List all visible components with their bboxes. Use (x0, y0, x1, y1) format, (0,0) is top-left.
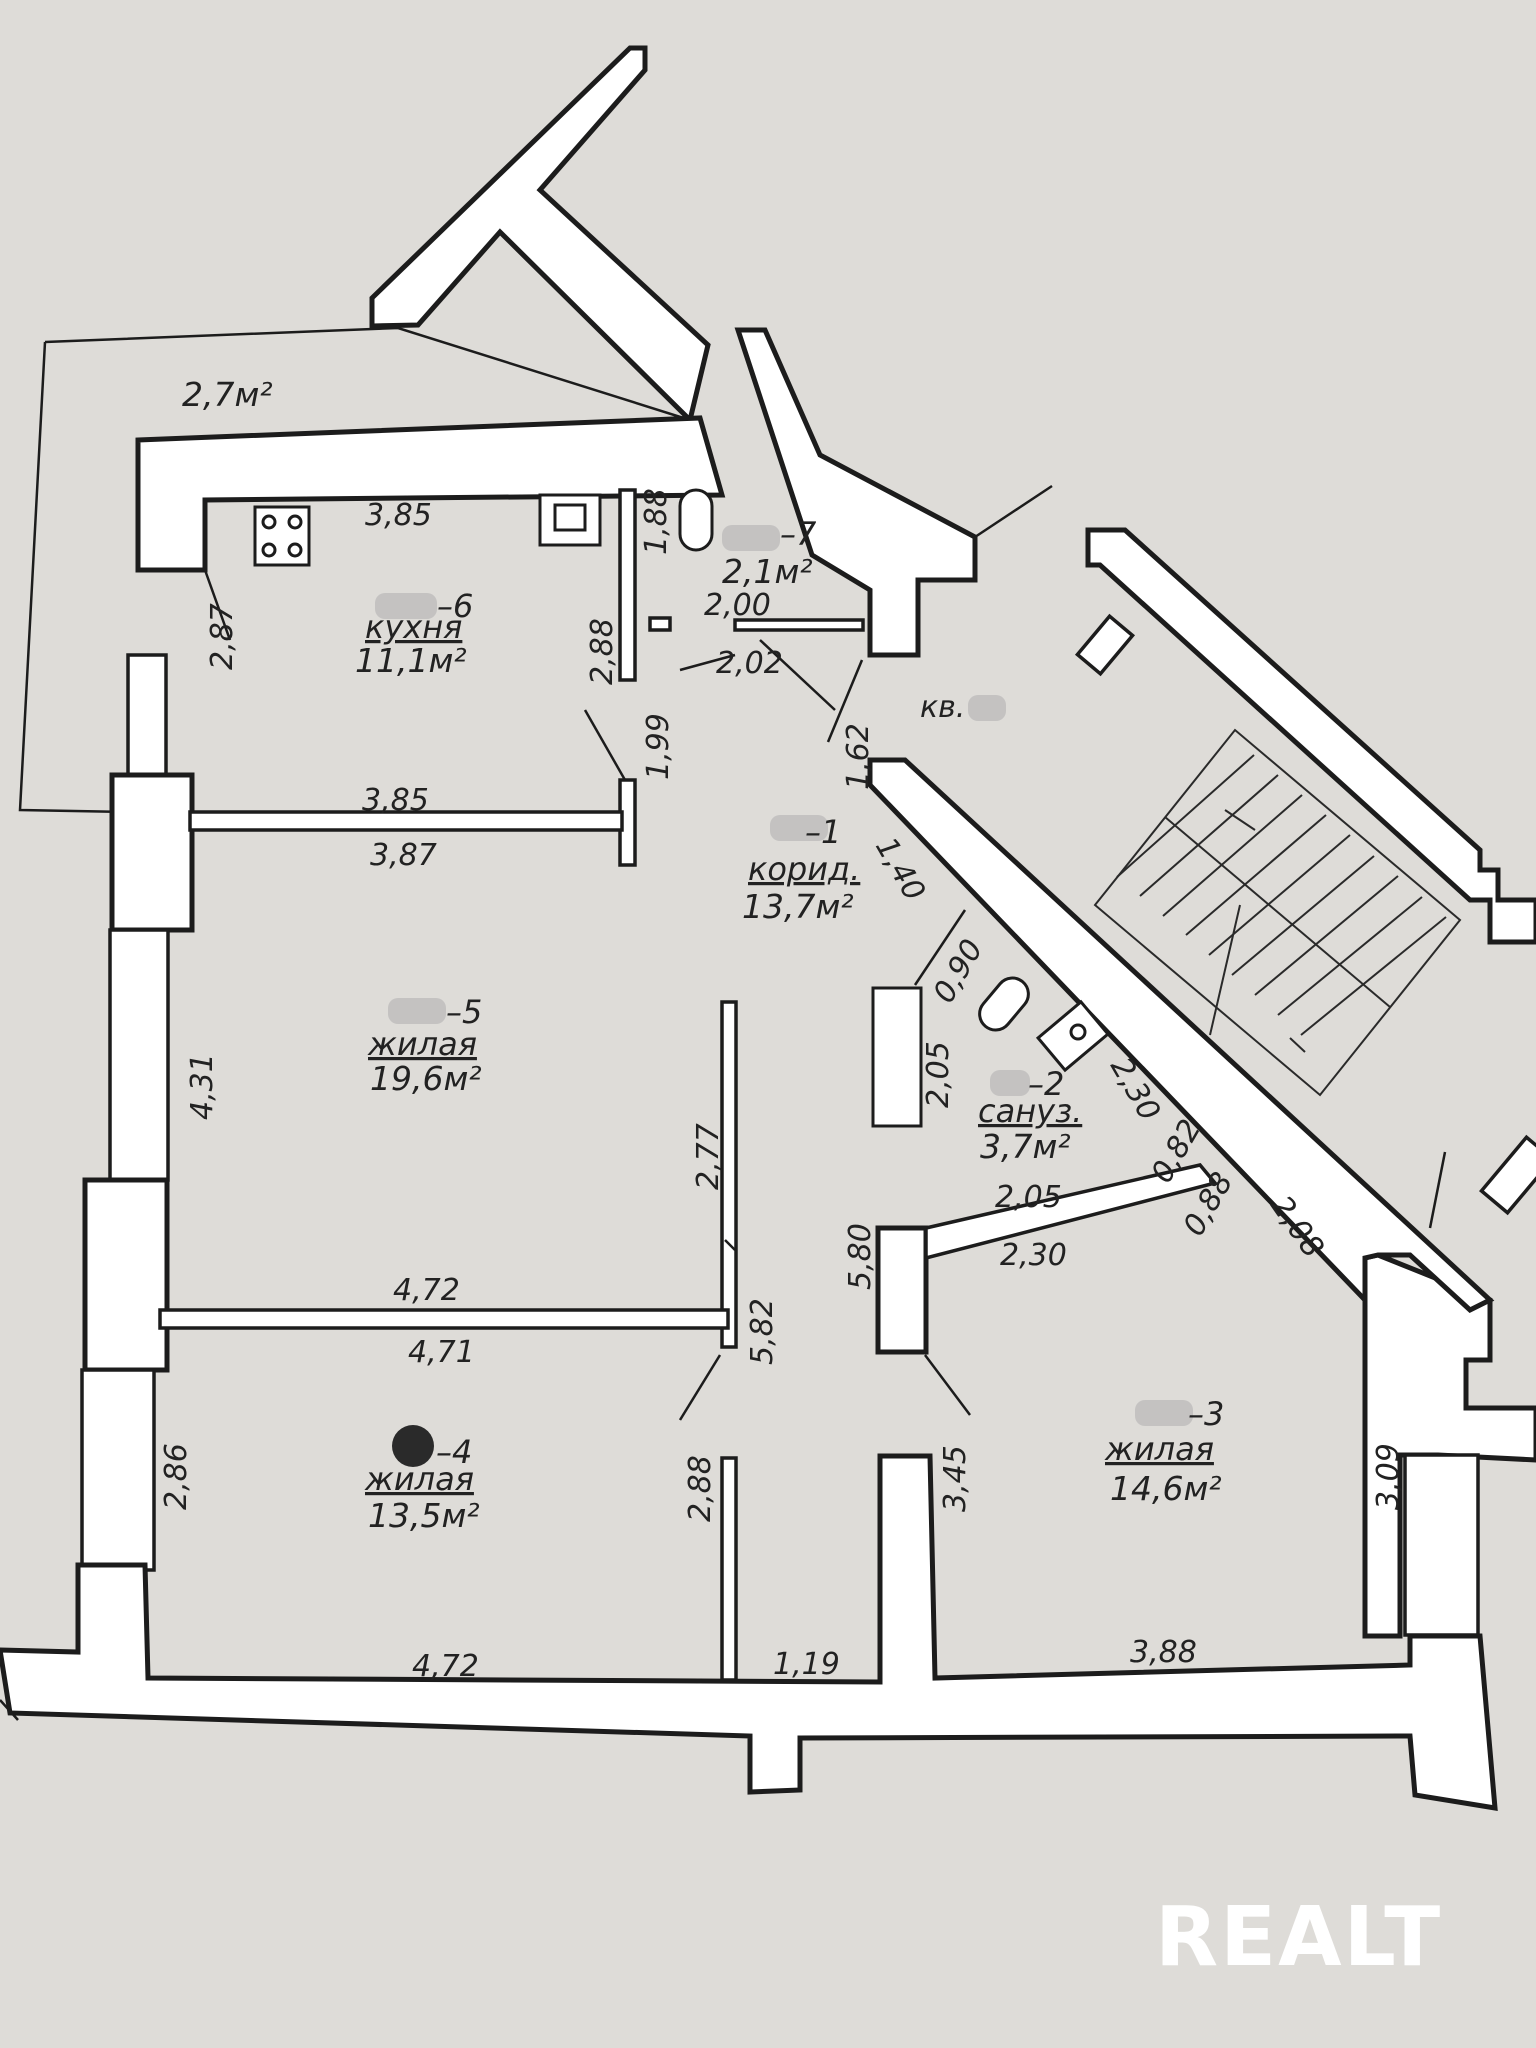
stair-step-mark (1074, 613, 1136, 677)
sink-icon (538, 493, 602, 547)
apartment-label: кв. (920, 690, 965, 725)
blur-patch (770, 815, 828, 841)
dim-toilet-w2: 2,02 (716, 646, 783, 681)
room-number-living5: –5 (446, 993, 482, 1031)
partition-toilet-door (648, 616, 672, 632)
partition-room5-room4 (158, 1308, 730, 1330)
wall-bottom-left-edge (0, 1699, 19, 1721)
redaction-dot (392, 1425, 434, 1467)
dim-bath-left: 2,05 (921, 1041, 956, 1108)
partition-toilet-bottom (733, 618, 865, 632)
wall-stub (974, 484, 1053, 539)
blur-patch (990, 1070, 1030, 1096)
dim-bottom-hall: 1,19 (773, 1647, 840, 1682)
wc-icon (978, 976, 1030, 1032)
room-area-toilet: 2,1м² (722, 552, 813, 591)
partition-room4-corridor (720, 1456, 738, 1682)
dim-corridor-580: 5,80 (843, 1223, 878, 1290)
bathtub-icon (871, 986, 923, 1128)
room-area-living4: 13,5м² (368, 1496, 480, 1535)
room-number-living3: –3 (1188, 1395, 1224, 1433)
stair-element (1479, 1134, 1536, 1216)
stair-line (1428, 1151, 1447, 1229)
blur-patch (1135, 1400, 1193, 1426)
dim-kitchen-left: 2,87 (205, 603, 240, 670)
room-area-bathroom: 3,7м² (980, 1127, 1071, 1166)
dim-room5-top: 3,87 (370, 838, 437, 873)
blur-patch (722, 525, 780, 551)
realt-watermark: REALT (1155, 1890, 1442, 1985)
dim-toilet-left: 1,88 (639, 488, 674, 555)
room-name-living4: жилая (364, 1460, 474, 1498)
room-area-corridor: 13,7м² (742, 887, 854, 926)
room-area-balcony: 2,7м² (182, 375, 273, 414)
room-name-living3: жилая (1104, 1430, 1214, 1468)
staircase (1093, 728, 1462, 1097)
dim-room4-right: 2,88 (683, 1455, 718, 1522)
dim-toilet-w1: 2,00 (704, 588, 771, 623)
dim-room3-top: 2,30 (1000, 1238, 1067, 1273)
room-number-corridor: –1 (805, 813, 841, 851)
dim-room3-right: 3,09 (1371, 1443, 1406, 1510)
blur-patch (375, 593, 437, 619)
stove-icon (253, 505, 311, 567)
room-number-toilet: –7 (780, 515, 817, 553)
room-area-kitchen: 11,1м² (355, 641, 467, 680)
wall-diagonal-arm (369, 45, 711, 425)
blur-patch (388, 998, 446, 1024)
wall-diagonal-corridor (734, 327, 978, 658)
dim-kitchen-top: 3,85 (365, 498, 432, 533)
dim-room4-top: 4,71 (408, 1335, 475, 1370)
dim-room5-right: 2,77 (691, 1123, 726, 1190)
wall-left-lower (80, 1368, 156, 1572)
dim-bottom-room4: 4,72 (412, 1649, 479, 1684)
room-name-kitchen: кухня (365, 608, 462, 646)
washbasin-icon (1035, 999, 1111, 1073)
dim-door-162: 1,62 (841, 723, 876, 790)
room-number-bathroom: –2 (1028, 1065, 1064, 1103)
dim-corridor-582: 5,82 (745, 1298, 780, 1365)
wall-left-upper (126, 653, 168, 777)
dim-kitchen-right: 2,88 (585, 618, 620, 685)
dimension-leaders (583, 639, 971, 1421)
dim-kitchen-bottom: 3,85 (362, 783, 429, 818)
stair-wall-outer (1085, 527, 1536, 945)
partition-bath-door (875, 1225, 929, 1355)
blur-patch (968, 695, 1006, 721)
room-number-living4: –4 (436, 1433, 472, 1471)
dim-bath-090: 0,90 (927, 934, 991, 1009)
window-left-2 (82, 1177, 170, 1373)
room-area-living5: 19,6м² (370, 1059, 482, 1098)
window-left-1 (109, 772, 195, 933)
room-name-living5: жилая (367, 1025, 477, 1063)
dim-room5-left: 4,31 (185, 1053, 220, 1120)
dim-partition-199: 1,99 (641, 713, 676, 780)
partition-kitchen-toilet (618, 488, 637, 682)
room-name-corridor: корид. (748, 850, 860, 888)
partition-bath-room3 (924, 1163, 1219, 1261)
room-number-kitchen: –6 (437, 587, 473, 625)
wall-right (1362, 1252, 1536, 1639)
dim-room4-left: 2,86 (159, 1443, 194, 1510)
dim-bath-bottom: 2,05 (995, 1180, 1062, 1215)
wall-left-mid (108, 928, 170, 1182)
dim-bottom-room3: 3,88 (1130, 1635, 1197, 1670)
toilet-icon (678, 488, 714, 552)
partition-kitchen-room5 (188, 810, 624, 832)
wall-kitchen-top (135, 415, 726, 573)
room-area-living3: 14,6м² (1110, 1469, 1222, 1508)
room-name-bathroom: сануз. (978, 1092, 1082, 1130)
dim-room5-bottom: 4,72 (393, 1273, 460, 1308)
wall-bottom (0, 1453, 1498, 1811)
partition-room5-corridor (720, 1000, 738, 1349)
window-right (1403, 1453, 1480, 1637)
wall-stair-diagonal (867, 757, 1495, 1314)
dim-room3-left: 3,45 (938, 1445, 973, 1512)
balcony-edge (203, 569, 232, 641)
balcony-outline-left (18, 341, 129, 814)
